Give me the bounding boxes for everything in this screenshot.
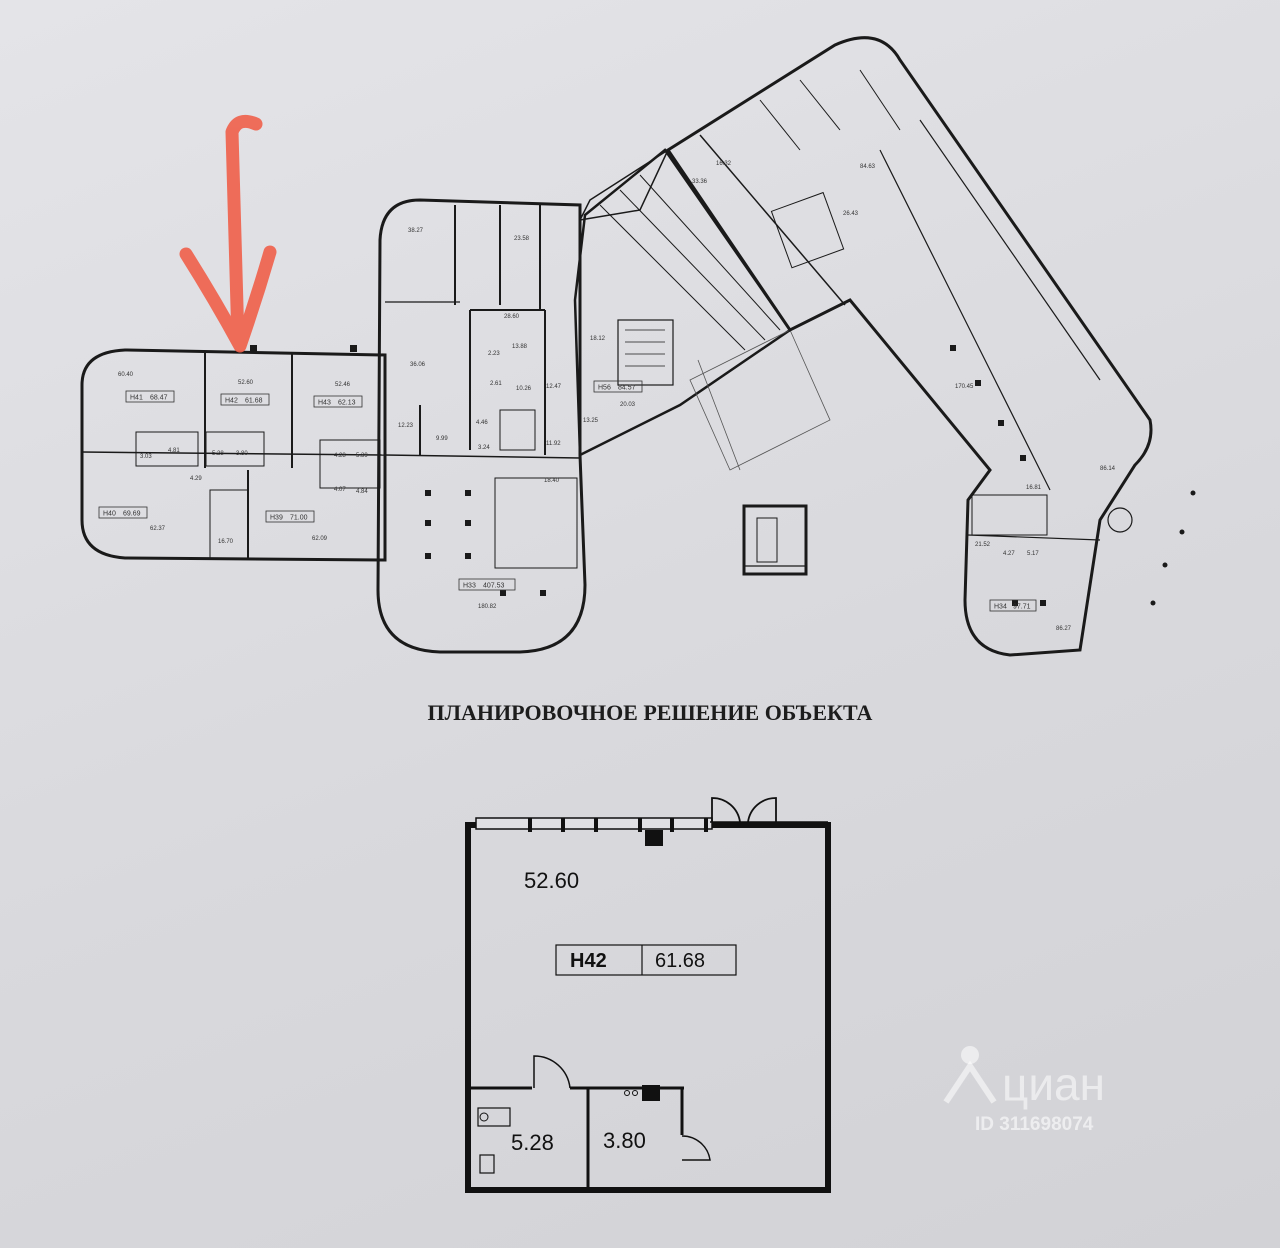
detail-plan [465, 797, 831, 1193]
room-area: 13.25 [583, 418, 599, 424]
unit-area-n42: 61.68 [245, 398, 263, 405]
unit-area-n56: 84.57 [618, 385, 636, 392]
unit-area-n41: 68.47 [150, 395, 168, 402]
room-area-n42: 52.60 [238, 380, 254, 386]
isolated-stair-core [742, 504, 808, 576]
plan-title: ПЛАНИРОВОЧНОЕ РЕШЕНИЕ ОБЪЕКТА [428, 700, 873, 725]
unit-area-n39: 71.00 [290, 515, 308, 522]
room-area: 4.07 [334, 487, 346, 493]
room-area: 26.43 [843, 211, 859, 217]
overview-room-areas: 38.27 23.58 36.06 13.88 10.26 12.23 9.99… [140, 161, 1116, 557]
unit-area-n40: 69.69 [123, 511, 141, 518]
unit-code-n40: Н40 [103, 511, 116, 518]
unit-area-n34: 97.71 [1013, 604, 1031, 611]
red-arrow-marker [179, 114, 277, 353]
room-area: 4.84 [356, 489, 368, 495]
overview-unit-labels: Н41 68.47 60.40 Н42 61.68 52.60 Н43 62.1… [98, 372, 1072, 632]
unit-code-n41: Н41 [130, 395, 143, 402]
central-block-outline [376, 198, 587, 654]
unit-code-n56: Н56 [598, 385, 611, 392]
room-area-n41: 60.40 [118, 372, 134, 378]
room-area-n33: 180.82 [478, 604, 497, 610]
wc-area: 5.28 [511, 1130, 554, 1155]
room-area-n40: 62.37 [150, 526, 166, 532]
room-area: 18.12 [590, 336, 606, 342]
room-area: 2.61 [490, 381, 502, 387]
room-area: 3.03 [140, 454, 152, 460]
room-area: 16.32 [716, 161, 732, 167]
room-area: 33.36 [692, 179, 708, 185]
watermark: циан ID 311698074 [943, 1046, 1105, 1135]
watermark-id: ID 311698074 [975, 1114, 1094, 1135]
room-area: 12.23 [398, 423, 414, 429]
room-area: 2.23 [488, 351, 500, 357]
room-area: 4.46 [476, 420, 488, 426]
unit-area-n43: 62.13 [338, 400, 356, 407]
unit-code-n39: Н39 [270, 515, 283, 522]
room-area: 21.52 [975, 542, 991, 548]
room-area: 10.26 [516, 386, 532, 392]
room-area: 86.14 [1100, 466, 1116, 472]
room-area: 5.39 [356, 453, 368, 459]
room-area-n39: 62.09 [312, 536, 328, 542]
unit-area-n33: 407.53 [483, 583, 505, 590]
overview-plan [80, 36, 1153, 657]
room-area: 16.70 [218, 539, 234, 545]
left-wing-outline [80, 348, 387, 562]
detail-unit-code: Н42 [570, 950, 607, 972]
room-area: 3.24 [478, 445, 490, 451]
room-area: 36.06 [410, 362, 426, 368]
room-area: 4.27 [1003, 551, 1015, 557]
room-area: 13.88 [512, 344, 528, 350]
room-area: 4.29 [190, 476, 202, 482]
unit-code-n33: Н33 [463, 583, 476, 590]
room-area: 38.27 [408, 228, 424, 234]
room-area: 12.47 [546, 384, 562, 390]
watermark-pin-icon [961, 1046, 979, 1064]
storage-area: 3.80 [603, 1128, 646, 1153]
right-wing-outline [665, 36, 1153, 657]
unit-code-n34: Н34 [994, 604, 1007, 611]
room-area: 11.92 [546, 441, 561, 447]
room-area: 16.81 [1026, 485, 1042, 491]
room-area-n43: 52.46 [335, 382, 351, 388]
room-area: 28.60 [504, 314, 520, 320]
room-area: 5.17 [1027, 551, 1039, 557]
room-area: 5.28 [212, 451, 224, 457]
main-room-area: 52.60 [524, 868, 579, 893]
room-area: 9.99 [436, 436, 448, 442]
column-markers [250, 345, 1196, 606]
room-area: 4.28 [334, 453, 346, 459]
watermark-brand: циан [1002, 1058, 1105, 1110]
room-area: 23.58 [514, 236, 530, 242]
room-area: 4.81 [168, 448, 180, 454]
unit-code-n43: Н43 [318, 400, 331, 407]
detail-unit-area: 61.68 [655, 950, 705, 972]
watermark-person-icon [943, 1060, 997, 1104]
room-area: 18.40 [544, 478, 560, 484]
room-area: 84.63 [860, 164, 876, 170]
room-area-n34: 86.27 [1056, 626, 1072, 632]
room-area-n56: 20.03 [620, 402, 636, 408]
unit-code-n42: Н42 [225, 398, 238, 405]
room-area: 170.45 [955, 384, 974, 390]
room-area: 3.80 [236, 451, 248, 457]
